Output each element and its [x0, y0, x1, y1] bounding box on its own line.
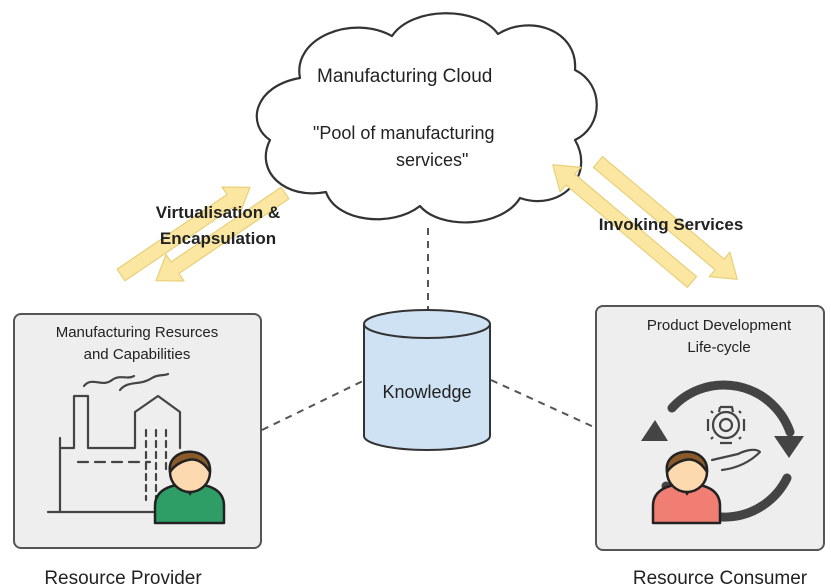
- arrow-up-to-cloud: [116, 186, 251, 282]
- knowledge-database: Knowledge: [363, 309, 491, 451]
- manufacturing-cloud: Manufacturing Cloud "Pool of manufacturi…: [255, 12, 598, 224]
- resource-provider-box: Manufacturing Resurces and Capabilities: [13, 313, 262, 549]
- virtualisation-arrows: Virtualisation & Encapsulation: [116, 186, 290, 282]
- consumer-person-icon: [651, 450, 722, 525]
- knowledge-label: Knowledge: [382, 382, 471, 402]
- resource-consumer-caption: Resource Consumer: [633, 568, 808, 588]
- cycle-arrowhead-right: [774, 436, 804, 458]
- arrow-down-to-consumer: [592, 156, 738, 280]
- provider-box-line1: Manufacturing Resurces: [56, 324, 219, 341]
- cloud-shape: [255, 12, 598, 224]
- virtualisation-label-line2: Encapsulation: [160, 229, 276, 248]
- database-body: [363, 324, 491, 451]
- resource-consumer-box: Product Development Life-cycle: [595, 305, 825, 551]
- provider-person-icon: [153, 450, 226, 525]
- hand-icon: [710, 448, 762, 472]
- consumer-box-line2: Life-cycle: [687, 339, 750, 356]
- gear-icon: [706, 405, 746, 445]
- invoking-arrows: Invoking Services: [552, 156, 744, 288]
- consumer-box-line1: Product Development: [647, 317, 792, 334]
- cloud-line-2: services": [396, 150, 468, 170]
- connector-provider-knowledge: [261, 379, 366, 431]
- virtualisation-label-line1: Virtualisation &: [156, 203, 280, 222]
- provider-box-line2: and Capabilities: [84, 346, 191, 363]
- connector-knowledge-consumer: [490, 379, 597, 429]
- cycle-arrowhead-left: [641, 420, 668, 441]
- arrow-down-to-provider: [155, 186, 290, 282]
- resource-provider-caption: Resource Provider: [44, 568, 202, 588]
- arrow-up-to-cloud-right: [552, 164, 698, 288]
- cloud-line-1: "Pool of manufacturing: [313, 123, 495, 143]
- factory-icon: [46, 372, 182, 514]
- invoking-services-label: Invoking Services: [599, 215, 744, 234]
- cloud-title: Manufacturing Cloud: [317, 66, 492, 87]
- database-top: [363, 309, 491, 339]
